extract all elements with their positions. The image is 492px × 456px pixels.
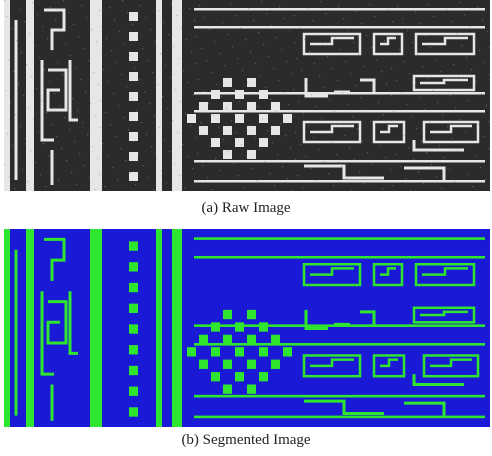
caption-raw-image: (a) Raw Image	[201, 200, 291, 216]
raw-image-panel	[4, 0, 490, 191]
segmented-image-panel	[4, 229, 490, 427]
caption-segmented-image: (b) Segmented Image	[181, 432, 311, 448]
segmented-image	[4, 229, 490, 427]
raw-image	[4, 0, 490, 191]
